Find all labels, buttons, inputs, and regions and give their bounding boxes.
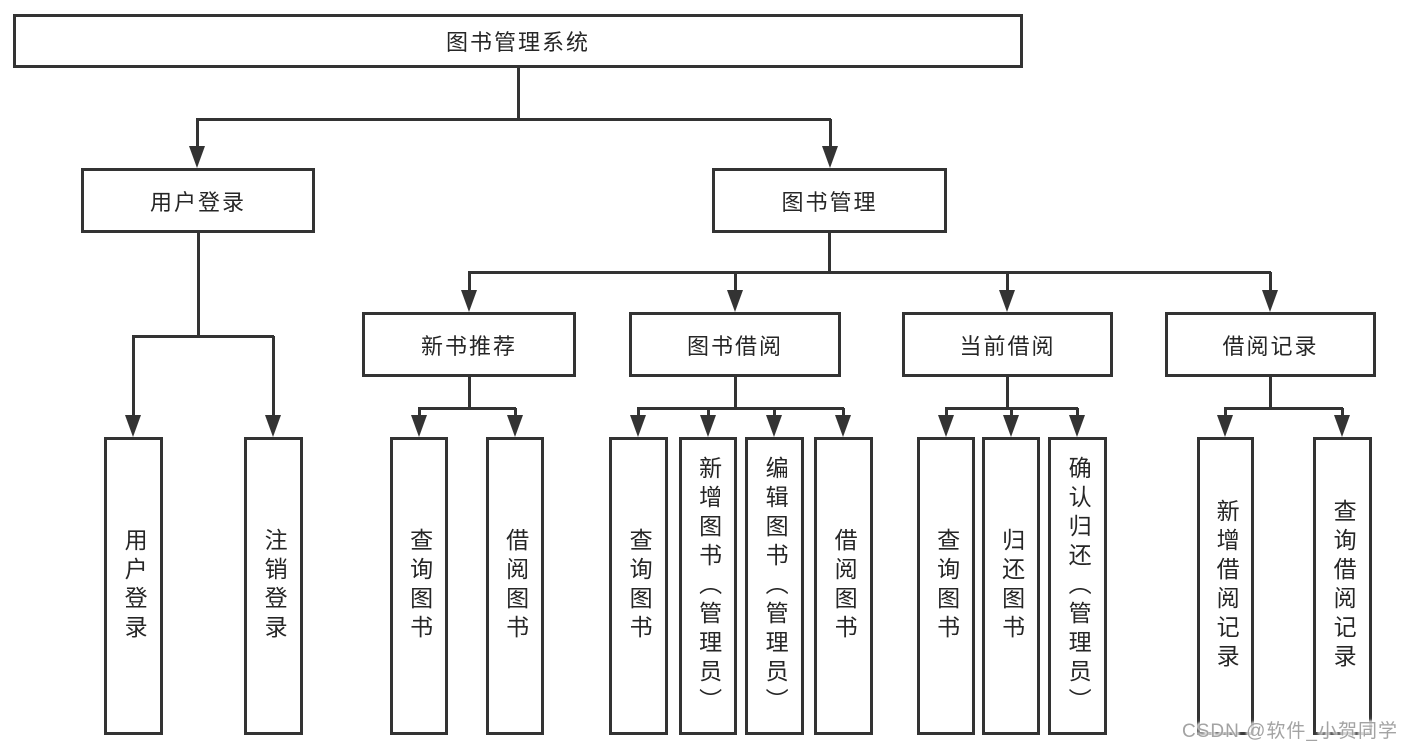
connector-line	[1006, 377, 1009, 410]
connector-line	[468, 272, 471, 292]
connector-line	[734, 272, 737, 292]
leaf-label: 编辑图书（管理员）	[762, 455, 789, 717]
leaf-label: 查询借阅记录	[1330, 499, 1357, 673]
node-borrowing-records: 借阅记录	[1165, 312, 1376, 377]
arrowhead-icon	[411, 415, 427, 437]
connector-line	[734, 377, 737, 410]
leaf-user-login: 用户登录	[104, 437, 163, 735]
node-label: 新书推荐	[420, 333, 517, 359]
connector-line	[468, 271, 1271, 274]
leaf-query-books: 查询图书	[917, 437, 975, 735]
leaf-edit-books-admin: 编辑图书（管理员）	[745, 437, 804, 735]
arrowhead-icon	[938, 415, 954, 437]
connector-line	[1269, 377, 1272, 410]
arrowhead-icon	[1217, 415, 1233, 437]
connector-line	[1006, 272, 1009, 292]
arrowhead-icon	[822, 146, 838, 168]
csdn-watermark: CSDN @软件_小贺同学	[1182, 721, 1398, 742]
arrowhead-icon	[461, 290, 477, 312]
node-current-borrowing: 当前借阅	[902, 312, 1113, 377]
connector-line	[1224, 407, 1343, 410]
leaf-label: 查询图书	[626, 528, 653, 644]
leaf-borrow-books: 借阅图书	[486, 437, 544, 735]
node-label: 用户登录	[149, 189, 246, 215]
node-library-management-system: 图书管理系统	[13, 14, 1023, 68]
connector-line	[197, 233, 200, 338]
arrowhead-icon	[727, 290, 743, 312]
node-label: 图书管理	[781, 189, 878, 215]
leaf-label: 借阅图书	[831, 528, 858, 644]
node-label: 图书借阅	[686, 333, 783, 359]
connector-line	[517, 68, 520, 121]
connector-line	[514, 408, 517, 417]
connector-line	[707, 408, 710, 417]
leaf-label: 确认归还（管理员）	[1065, 455, 1092, 717]
connector-line	[637, 407, 844, 410]
connector-line	[829, 119, 832, 148]
connector-line	[468, 377, 471, 410]
leaf-query-books: 查询图书	[609, 437, 668, 735]
connector-line	[1224, 408, 1227, 417]
leaf-label: 查询图书	[933, 528, 960, 644]
connector-line	[132, 336, 135, 417]
arrowhead-icon	[125, 415, 141, 437]
arrowhead-icon	[999, 290, 1015, 312]
connector-line	[828, 233, 831, 274]
arrowhead-icon	[630, 415, 646, 437]
arrowhead-icon	[1003, 415, 1019, 437]
connector-line	[418, 408, 421, 417]
connector-line	[945, 408, 948, 417]
arrowhead-icon	[766, 415, 782, 437]
connector-line	[418, 407, 516, 410]
connector-line	[1076, 408, 1079, 417]
connector-line	[773, 408, 776, 417]
leaf-label: 查询图书	[406, 528, 433, 644]
leaf-label: 注销登录	[261, 528, 288, 644]
node-label: 图书管理系统	[445, 30, 590, 55]
leaf-logout: 注销登录	[244, 437, 303, 735]
arrowhead-icon	[1334, 415, 1350, 437]
arrowhead-icon	[835, 415, 851, 437]
arrowhead-icon	[1262, 290, 1278, 312]
arrowhead-icon	[1069, 415, 1085, 437]
leaf-confirm-return-admin: 确认归还（管理员）	[1048, 437, 1107, 735]
leaf-label: 用户登录	[121, 528, 148, 644]
connector-line	[272, 336, 275, 417]
arrowhead-icon	[189, 146, 205, 168]
connector-line	[1010, 408, 1013, 417]
leaf-query-borrow-record: 查询借阅记录	[1313, 437, 1372, 735]
node-new-book-recommendation: 新书推荐	[362, 312, 576, 377]
connector-line	[1269, 272, 1272, 292]
leaf-query-books: 查询图书	[390, 437, 448, 735]
arrowhead-icon	[507, 415, 523, 437]
connector-line	[132, 335, 274, 338]
connector-line	[842, 408, 845, 417]
leaf-borrow-books: 借阅图书	[814, 437, 873, 735]
leaf-label: 新增借阅记录	[1213, 499, 1240, 673]
node-book-borrowing: 图书借阅	[629, 312, 841, 377]
connector-line	[637, 408, 640, 417]
leaf-add-books-admin: 新增图书（管理员）	[679, 437, 737, 735]
node-label: 借阅记录	[1222, 333, 1319, 359]
leaf-label: 新增图书（管理员）	[695, 455, 722, 717]
connector-line	[196, 119, 199, 148]
connector-line	[196, 118, 831, 121]
arrowhead-icon	[700, 415, 716, 437]
node-book-management: 图书管理	[712, 168, 947, 233]
leaf-label: 借阅图书	[502, 528, 529, 644]
leaf-return-books: 归还图书	[982, 437, 1040, 735]
connector-line	[1341, 408, 1344, 417]
leaf-add-borrow-record: 新增借阅记录	[1197, 437, 1254, 735]
node-user-login: 用户登录	[81, 168, 315, 233]
arrowhead-icon	[265, 415, 281, 437]
leaf-label: 归还图书	[998, 528, 1025, 644]
node-label: 当前借阅	[959, 333, 1056, 359]
